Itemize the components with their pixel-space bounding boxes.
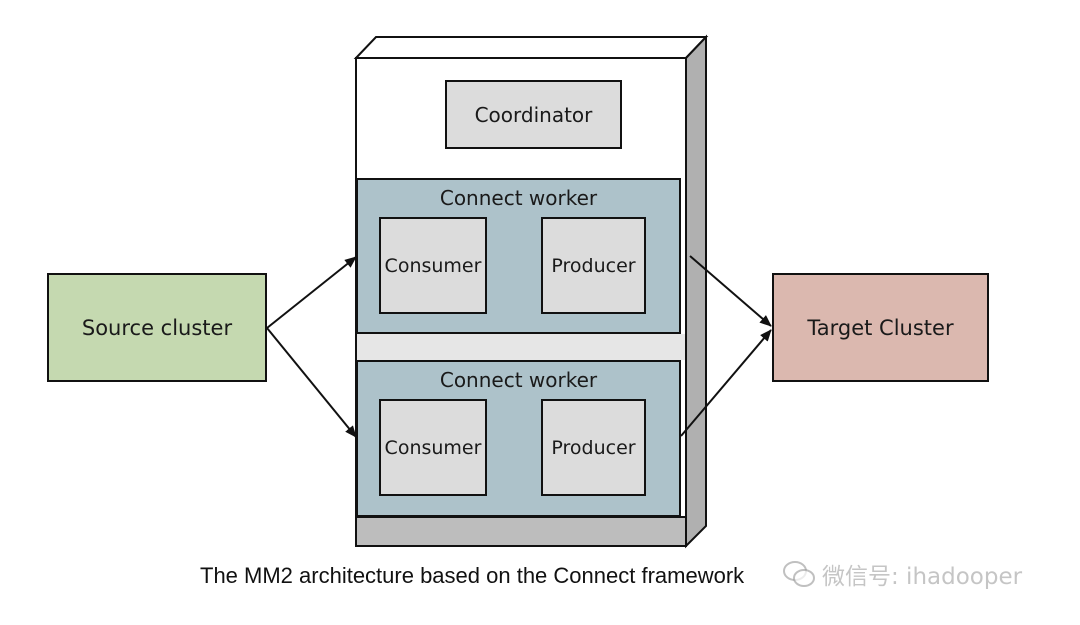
connect-worker-2: Connect worker Consumer Producer (356, 360, 681, 517)
connect-worker-2-title: Connect worker (439, 368, 598, 392)
wechat-icon (783, 561, 815, 587)
consumer-label-2: Consumer (384, 436, 482, 459)
producer-box-2: Producer (541, 399, 646, 496)
arrow-source-to-worker-2 (266, 327, 357, 438)
target-cluster-box: Target Cluster (772, 273, 989, 382)
container-bottom-band (357, 517, 685, 545)
consumer-label-1: Consumer (384, 254, 482, 277)
container-top-face (353, 36, 709, 59)
container-gap-band (357, 334, 685, 360)
producer-box-1: Producer (541, 217, 646, 314)
watermark: 微信号: ihadooper (782, 557, 1022, 591)
arrow-worker-2-to-target (680, 329, 772, 437)
arrow-worker-1-to-target (689, 255, 772, 327)
target-cluster-label: Target Cluster (807, 315, 954, 340)
coordinator-label: Coordinator (474, 102, 593, 127)
producer-label-2: Producer (551, 436, 636, 459)
arrow-source-to-worker-1 (266, 256, 357, 329)
consumer-box-2: Consumer (379, 399, 487, 496)
producer-label-1: Producer (551, 254, 636, 277)
source-cluster-label: Source cluster (81, 315, 233, 340)
connect-worker-1-title: Connect worker (439, 186, 598, 210)
watermark-text: 微信号: ihadooper (822, 564, 1023, 590)
coordinator-box: Coordinator (445, 80, 622, 149)
diagram-caption: The MM2 architecture based on the Connec… (200, 563, 745, 588)
container-side-face (685, 34, 707, 549)
connect-worker-1: Connect worker Consumer Producer (356, 178, 681, 334)
source-cluster-box: Source cluster (47, 273, 267, 382)
consumer-box-1: Consumer (379, 217, 487, 314)
